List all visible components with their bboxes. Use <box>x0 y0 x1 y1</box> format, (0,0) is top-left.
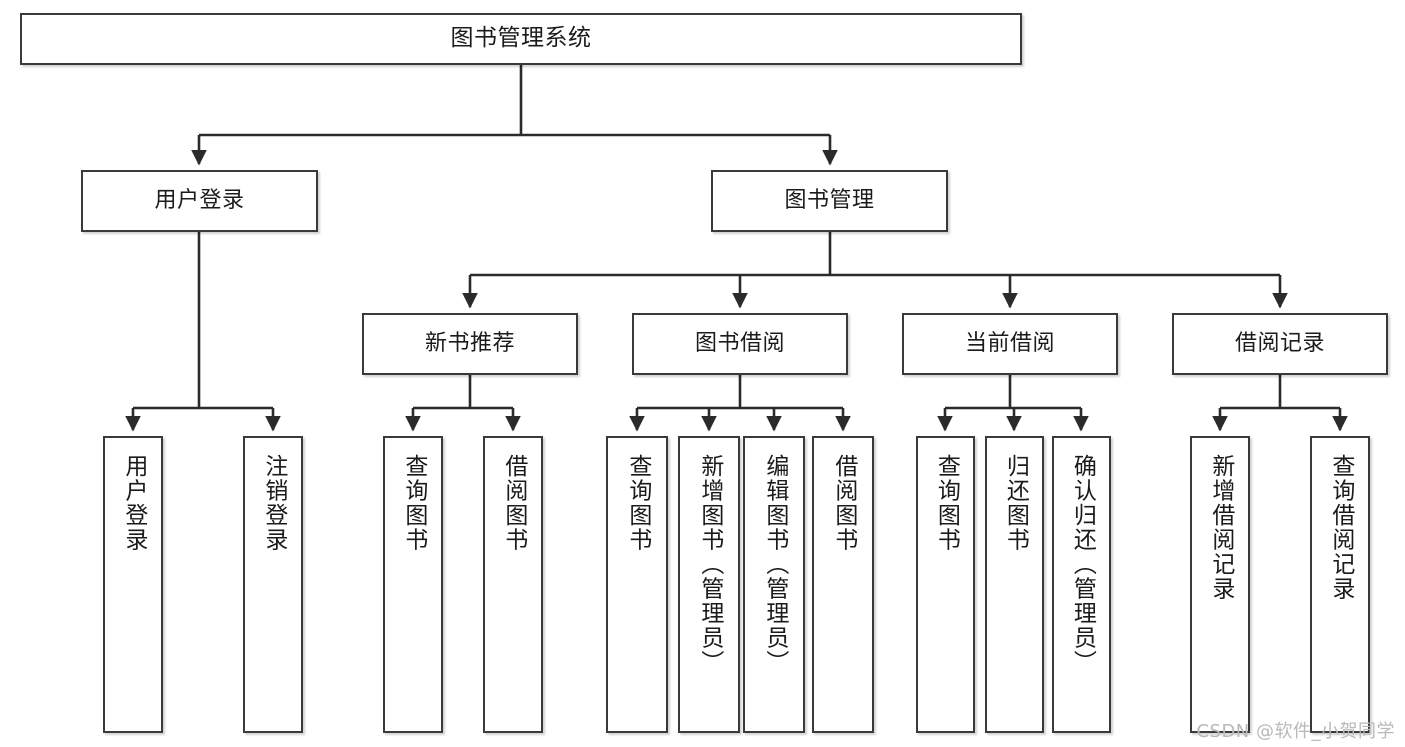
node-label: 注销登录 <box>260 454 287 552</box>
csdn-watermark: CSDN @软件_小贺同学 <box>1196 721 1395 742</box>
node-label: 新增借阅记录 <box>1207 454 1234 601</box>
node-label: 查询借阅记录 <box>1327 454 1354 601</box>
node-label: 图书借阅 <box>694 331 785 357</box>
node-root-system[interactable]: 图书管理系统 <box>20 13 1022 65</box>
node-borrow-record[interactable]: 借阅记录 <box>1172 313 1388 375</box>
leaf-current-query-book[interactable]: 查询图书 <box>916 436 975 733</box>
leaf-recommend-query-book[interactable]: 查询图书 <box>383 436 443 733</box>
leaf-current-confirm-return-admin[interactable]: 确认归还（管理员） <box>1052 436 1111 733</box>
node-label: 归还图书 <box>1002 454 1029 552</box>
node-label: 新书推荐 <box>424 331 515 357</box>
node-current-borrow[interactable]: 当前借阅 <box>902 313 1118 375</box>
leaf-user-logout[interactable]: 注销登录 <box>243 436 303 733</box>
leaf-borrow-add-book-admin[interactable]: 新增图书（管理员） <box>678 436 740 733</box>
leaf-borrow-borrow-book[interactable]: 借阅图书 <box>812 436 874 733</box>
node-label: 借阅图书 <box>500 454 527 552</box>
node-label: 借阅图书 <box>830 454 857 552</box>
node-label: 用户登录 <box>154 188 245 214</box>
node-label: 借阅记录 <box>1234 331 1325 357</box>
leaf-recommend-borrow-book[interactable]: 借阅图书 <box>483 436 543 733</box>
node-new-book-recommend[interactable]: 新书推荐 <box>362 313 578 375</box>
node-label: 新增图书（管理员） <box>696 454 723 675</box>
node-label: 编辑图书（管理员） <box>761 454 788 675</box>
leaf-borrow-edit-book-admin[interactable]: 编辑图书（管理员） <box>743 436 805 733</box>
leaf-user-login[interactable]: 用户登录 <box>103 436 163 733</box>
leaf-current-return-book[interactable]: 归还图书 <box>985 436 1044 733</box>
node-label: 图书管理系统 <box>450 25 592 52</box>
leaf-record-add-record[interactable]: 新增借阅记录 <box>1190 436 1250 733</box>
node-label: 当前借阅 <box>964 331 1055 357</box>
node-label: 确认归还（管理员） <box>1069 454 1096 675</box>
node-label: 查询图书 <box>933 454 960 552</box>
node-label: 图书管理 <box>784 188 875 214</box>
node-label: 查询图书 <box>400 454 427 552</box>
node-book-management[interactable]: 图书管理 <box>711 170 948 232</box>
node-user-login[interactable]: 用户登录 <box>81 170 318 232</box>
node-label: 查询图书 <box>624 454 651 552</box>
leaf-borrow-query-book[interactable]: 查询图书 <box>606 436 668 733</box>
node-label: 用户登录 <box>120 454 147 552</box>
node-book-borrow[interactable]: 图书借阅 <box>632 313 848 375</box>
leaf-record-query-record[interactable]: 查询借阅记录 <box>1310 436 1370 733</box>
